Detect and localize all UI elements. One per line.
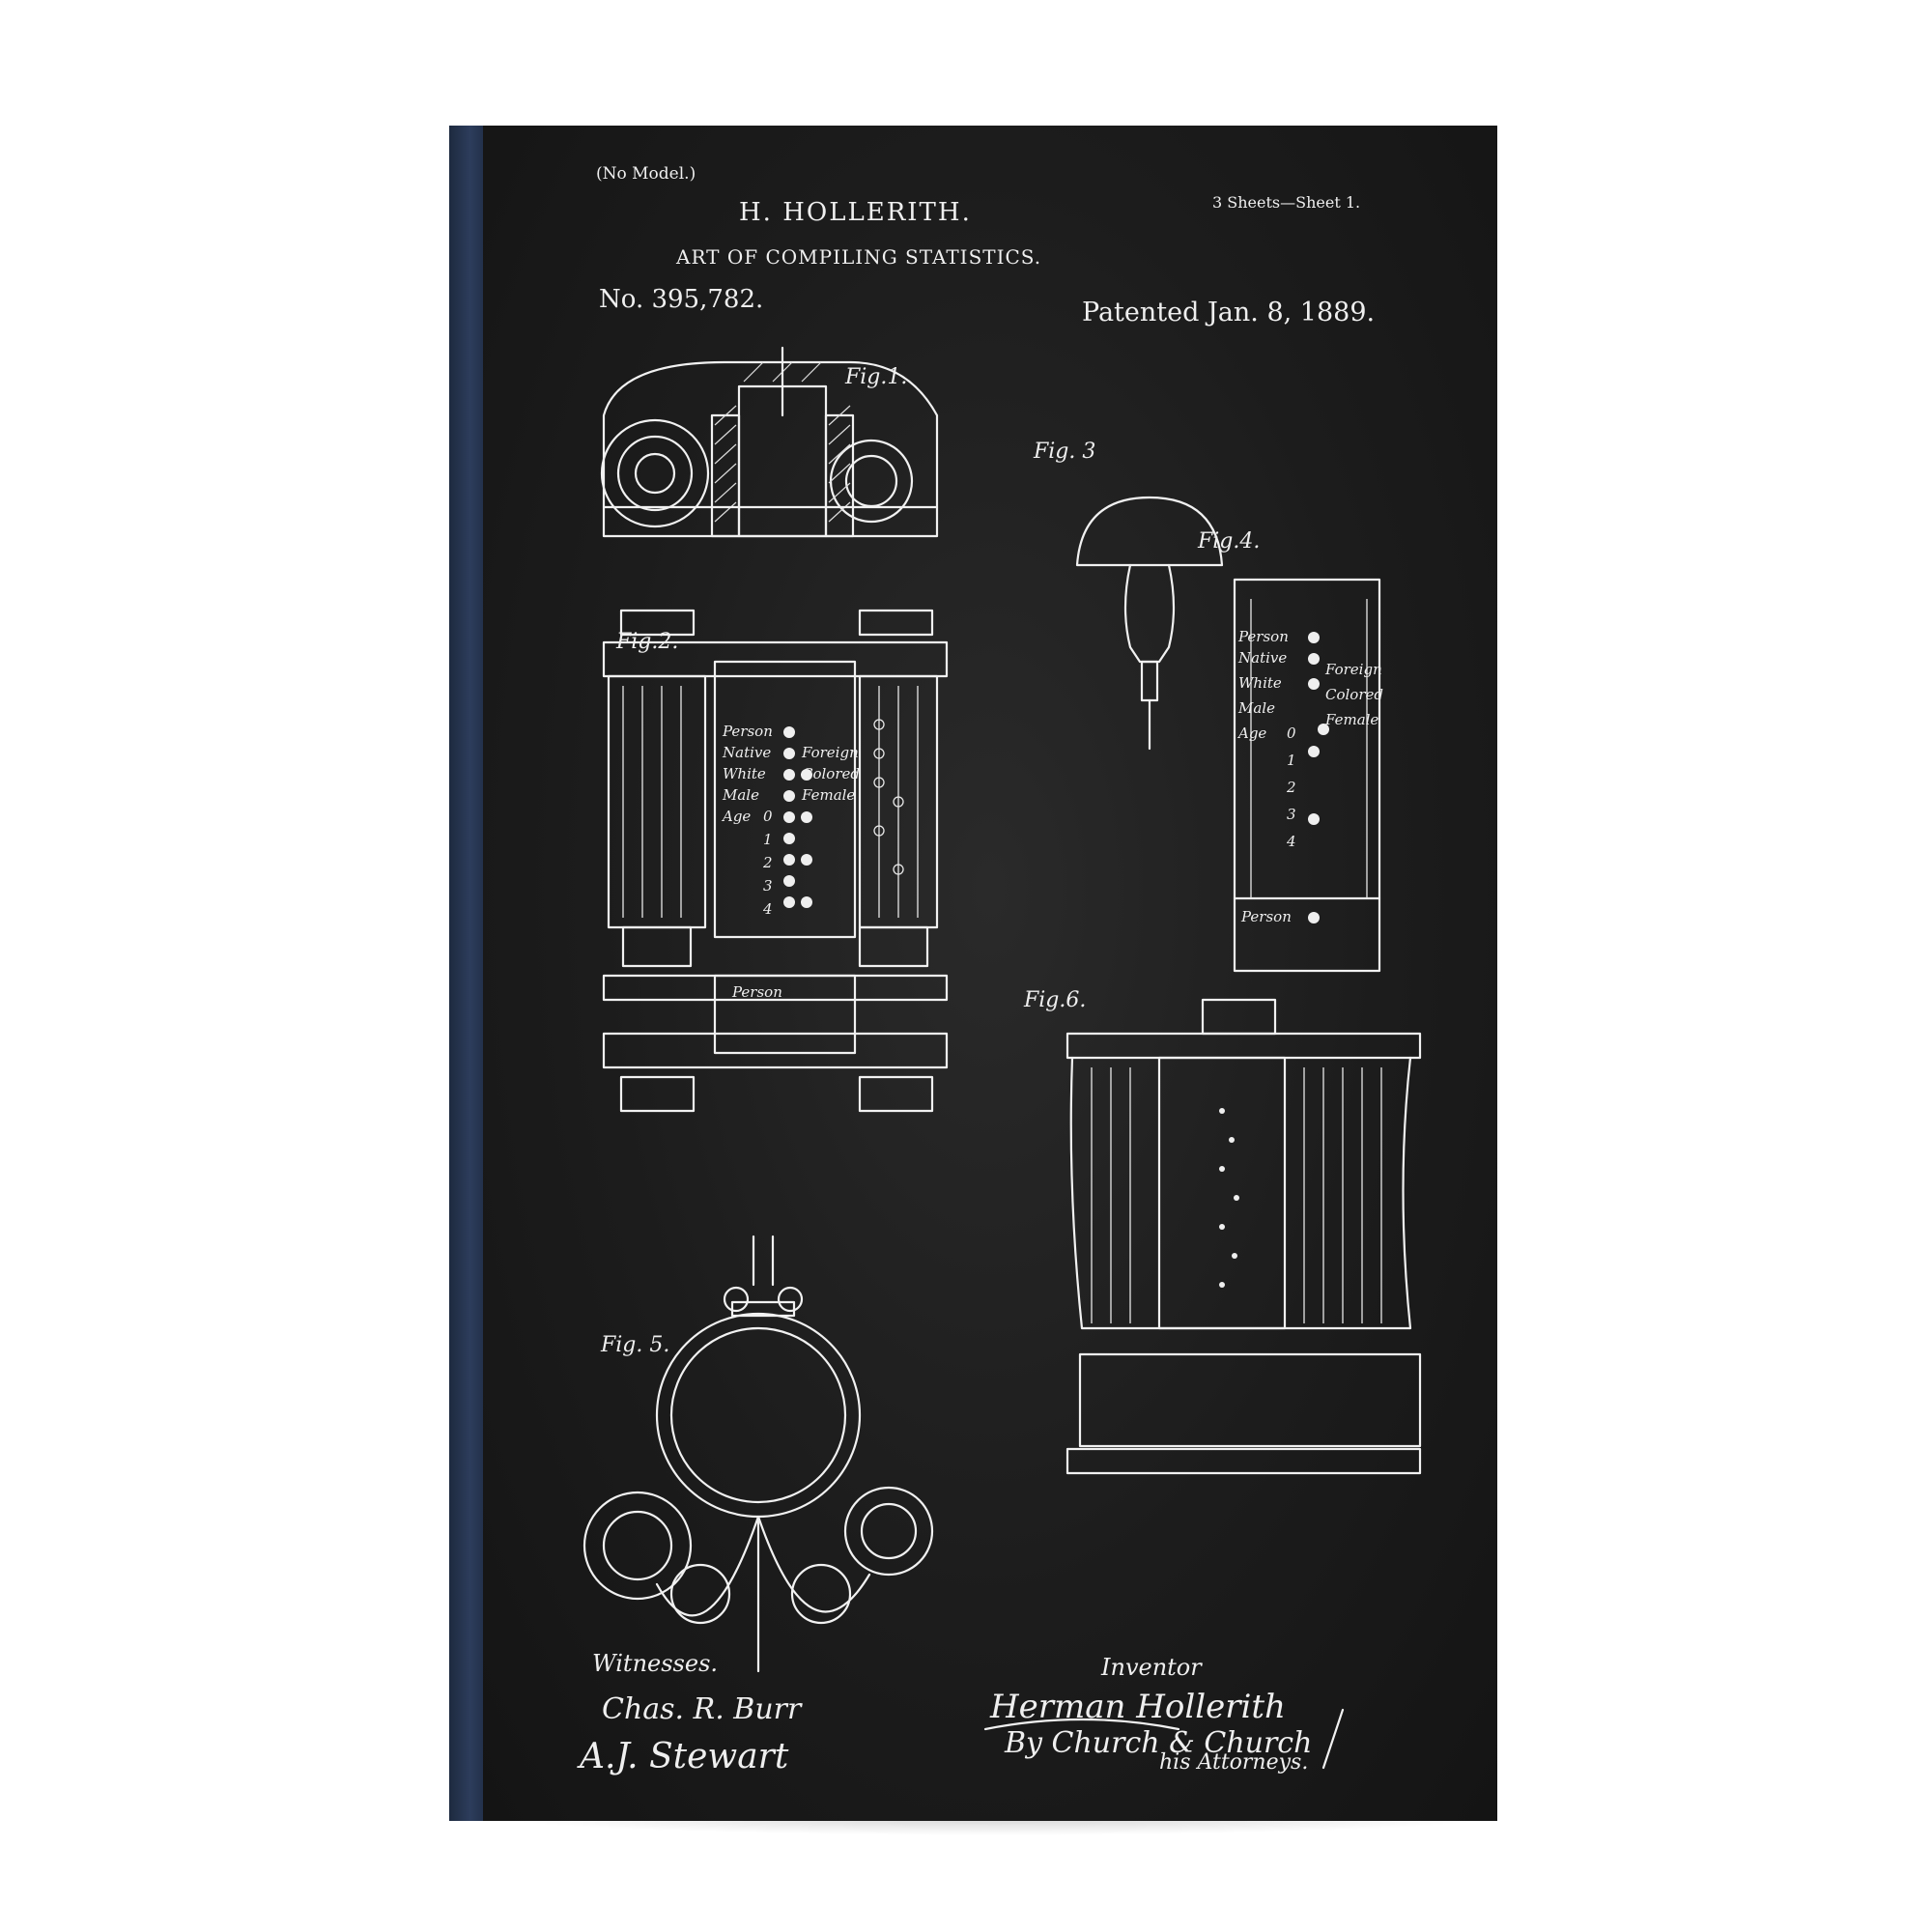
- fig4-label-person: Person: [1238, 628, 1289, 645]
- fig4-label-female: Female: [1325, 711, 1379, 728]
- fig2-label-foreign: Foreign: [802, 744, 859, 761]
- fig4-label-person-bottom: Person: [1241, 908, 1292, 925]
- witness-signature-1: Chas. R. Burr: [602, 1692, 802, 1726]
- fig4-digit-0: 0: [1287, 724, 1296, 742]
- fig4-drawing: [1233, 578, 1381, 973]
- fig2-label-native: Native: [723, 744, 772, 761]
- fig2-drawing: [602, 609, 949, 1113]
- attorneys-label: his Attorneys.: [1159, 1750, 1309, 1775]
- fig1-drawing: [600, 346, 939, 538]
- attorneys-signature: By Church & Church: [1005, 1726, 1313, 1760]
- fig3-label: Fig. 3: [1034, 440, 1096, 464]
- fig4-digit-4: 4: [1287, 833, 1296, 850]
- fig2-label-age: Age: [723, 808, 752, 825]
- witness-signature-2: A.J. Stewart: [580, 1737, 789, 1776]
- fig6-label: Fig.6.: [1024, 988, 1087, 1012]
- patent-number: No. 395,782.: [599, 285, 764, 314]
- fig3-drawing: [1075, 496, 1224, 751]
- fig2-label-person: Person: [723, 723, 773, 740]
- fig4-digit-2: 2: [1287, 779, 1296, 796]
- fig6-drawing: [1065, 998, 1422, 1475]
- sheets-note: 3 Sheets—Sheet 1.: [1212, 193, 1361, 212]
- chalkboard-patent-print: (No Model.) 3 Sheets—Sheet 1. H. HOLLERI…: [483, 126, 1497, 1821]
- fig2-label-male: Male: [723, 786, 759, 804]
- patent-date: Patented Jan. 8, 1889.: [1082, 298, 1376, 327]
- fig2-digit-0: 0: [763, 808, 773, 825]
- fig2-label-female: Female: [802, 786, 856, 804]
- fig4-label-colored: Colored: [1325, 686, 1383, 703]
- fig1-label: Fig.1.: [845, 365, 908, 389]
- fig5-drawing: [582, 1235, 934, 1673]
- inventor-label: Inventor: [1101, 1654, 1202, 1681]
- no-model-note: (No Model.): [596, 164, 696, 184]
- fig2-label-colored: Colored: [802, 765, 860, 782]
- fig4-label-native: Native: [1238, 649, 1288, 667]
- fig4-digit-1: 1: [1287, 752, 1296, 769]
- canvas-side-edge: [449, 126, 484, 1821]
- fig2-digit-3: 3: [763, 877, 773, 895]
- fig2-digit-1: 1: [763, 831, 773, 848]
- inventor-signature: Herman Hollerith: [990, 1688, 1286, 1726]
- fig2-label-person-bottom: Person: [732, 983, 782, 1001]
- fig2-label-white: White: [723, 765, 766, 782]
- fig2-digit-4: 4: [763, 900, 773, 918]
- fig4-label-male: Male: [1238, 699, 1275, 717]
- fig4-label: Fig.4.: [1198, 529, 1261, 554]
- fig4-label-white: White: [1238, 674, 1282, 692]
- witnesses-label: Witnesses.: [592, 1650, 719, 1677]
- fig5-label: Fig. 5.: [601, 1333, 670, 1357]
- fig4-label-age: Age: [1238, 724, 1267, 742]
- inventor-heading: H. HOLLERITH.: [739, 198, 972, 227]
- fig2-label: Fig.2.: [616, 630, 679, 654]
- fig4-digit-3: 3: [1287, 806, 1296, 823]
- fig2-digit-2: 2: [763, 854, 773, 871]
- patent-line-drawing: [582, 346, 1422, 1770]
- patent-title: ART OF COMPILING STATISTICS.: [676, 245, 1042, 269]
- signature-flourishes: [983, 1708, 1345, 1770]
- fig4-label-foreign: Foreign: [1325, 661, 1382, 678]
